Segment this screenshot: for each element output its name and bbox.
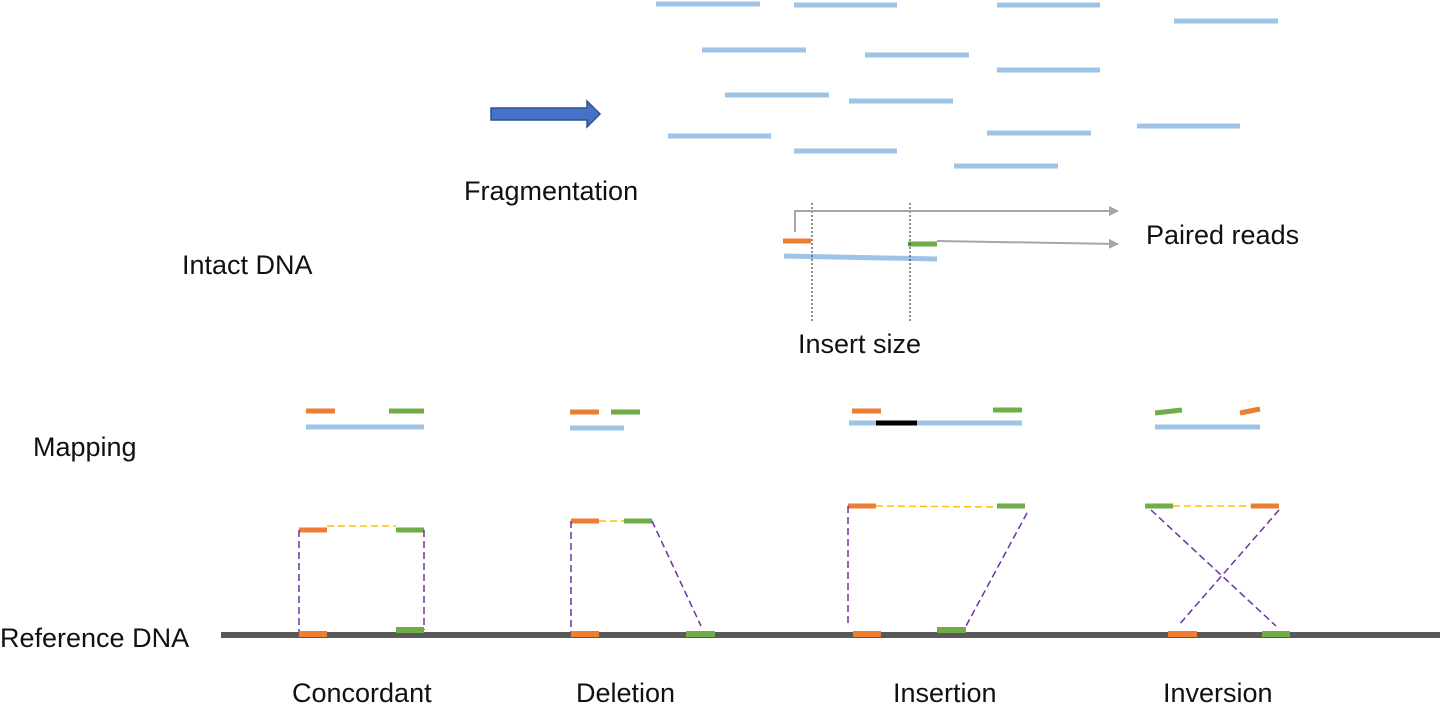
variant-label-concordant: Concordant	[292, 678, 432, 708]
read-right	[1154, 407, 1183, 416]
fragmentation-label: Fragmentation	[464, 176, 639, 206]
map-link	[965, 512, 1028, 627]
intact-dna-label: Intact DNA	[182, 250, 313, 280]
variant-label-deletion: Deletion	[576, 678, 676, 708]
pointer-arrow	[794, 206, 1119, 232]
pair-link	[875, 505, 998, 508]
insert-size-label: Insert size	[798, 329, 922, 359]
map-link	[1177, 509, 1280, 627]
read-left	[1239, 406, 1261, 416]
alignment-row	[221, 503, 1440, 638]
paired-reads-label: Paired reads	[1146, 220, 1300, 250]
dna-fragments	[656, 1, 1278, 169]
fragment	[783, 253, 938, 262]
map-link	[651, 520, 702, 627]
paired-reads-detail	[783, 203, 1119, 322]
fragmentation-arrow-icon	[490, 99, 602, 129]
variant-label-inversion: Inversion	[1163, 678, 1273, 708]
mapping-row	[306, 406, 1261, 431]
reference-dna-label: Reference DNA	[0, 623, 190, 653]
map-link	[1150, 509, 1277, 627]
mapping-label: Mapping	[33, 432, 137, 462]
variant-label-insertion: Insertion	[893, 678, 997, 708]
pointer-arrow	[936, 238, 1119, 249]
